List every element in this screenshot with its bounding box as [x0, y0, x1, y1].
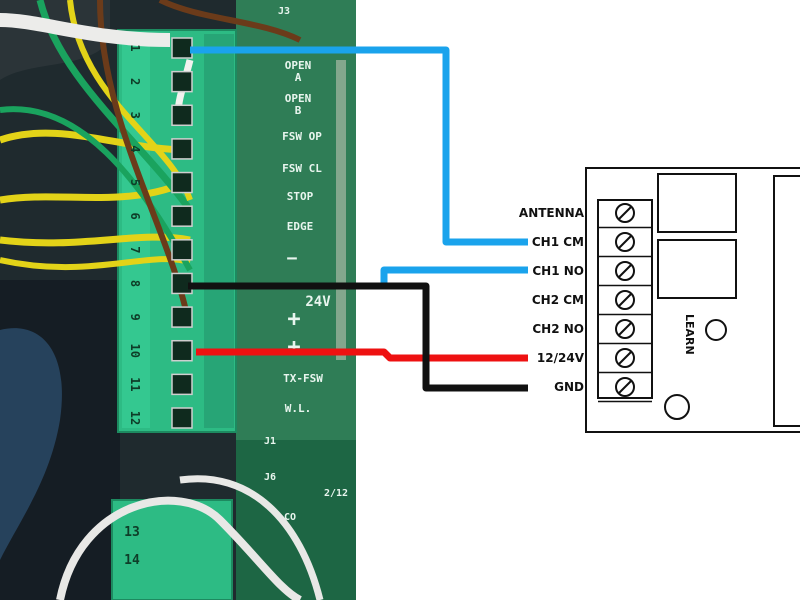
- receiver-screw-column: [598, 203, 652, 403]
- terminal-number: 11: [128, 377, 142, 391]
- screw-slot: [618, 351, 632, 365]
- pcb-labels: OPEN A OPEN B FSW OP FSW CL STOP EDGE − …: [264, 6, 348, 523]
- receiver-terminal-label: CH2 CM: [532, 293, 584, 307]
- terminal-screw: [171, 138, 193, 160]
- terminal-number: 8: [128, 280, 142, 287]
- pcb-label-minus: −: [287, 248, 298, 269]
- terminal-screw: [171, 339, 193, 362]
- screw-slot: [618, 206, 632, 220]
- receiver-terminal-labels: ANTENNA CH1 CM CH1 NO CH2 CM CH2 NO 12/24V GND: [519, 206, 585, 394]
- pcb-label-open-a-1: OPEN: [285, 59, 312, 72]
- pcb-label-open-b-1: OPEN: [285, 92, 312, 105]
- pcb-label-tx-fsw: TX-FSW: [283, 372, 323, 385]
- pcb-label-fsw-op: FSW OP: [282, 130, 322, 143]
- terminal-number: 10: [128, 344, 142, 358]
- terminal-screw-column: [171, 37, 193, 429]
- receiver-terminal-label: CH1 NO: [532, 264, 584, 278]
- wire-gnd: [188, 282, 528, 392]
- pcb-label-plus-2: +: [287, 335, 300, 360]
- terminal-number: 1: [128, 44, 142, 51]
- terminal-screw: [171, 70, 193, 93]
- relay-1: [657, 173, 737, 233]
- pcb-label-open-a-2: A: [295, 71, 302, 84]
- wires: [188, 46, 528, 392]
- receiver-terminal-label: GND: [554, 380, 584, 394]
- pcb-label-wl: W.L.: [285, 402, 312, 415]
- lower-terminal-number: 13: [124, 525, 140, 540]
- screw-slot: [618, 293, 632, 307]
- pcb-label-j1: J1: [264, 436, 276, 447]
- lower-terminal-numbers: 13 14: [124, 525, 140, 568]
- terminal-number: 4: [128, 145, 142, 152]
- screw-slot: [618, 264, 632, 278]
- pcb-label-plus-1: +: [287, 307, 300, 332]
- pcb-label-fsw-cl: FSW CL: [282, 162, 322, 175]
- terminal-screw: [171, 37, 193, 59]
- terminal-number: 2: [128, 78, 142, 85]
- relay-2: [657, 239, 737, 299]
- screw-slot: [618, 380, 632, 394]
- wire-12-24v: [196, 348, 528, 362]
- receiver-terminal-label: CH2 NO: [532, 322, 584, 336]
- terminal-number: 7: [128, 246, 142, 253]
- receiver-terminal-label: ANTENNA: [519, 206, 585, 220]
- terminal-screw: [171, 239, 193, 261]
- pcb-label-open-b-2: B: [295, 104, 302, 117]
- terminal-number: 6: [128, 213, 142, 220]
- learn-label: LEARN: [683, 314, 696, 355]
- screw-slot: [618, 235, 632, 249]
- screw-slot: [618, 322, 632, 336]
- pcb-label-j6: J6: [264, 472, 276, 483]
- terminal-number: 5: [128, 179, 142, 186]
- receiver-terminal-label: 12/24V: [537, 351, 585, 365]
- terminal-number: 9: [128, 313, 142, 320]
- antenna-strip: [773, 175, 800, 427]
- terminal-screw: [171, 205, 193, 227]
- terminal-screw: [171, 171, 193, 194]
- terminal-number: 12: [128, 411, 142, 425]
- terminal-screw: [171, 373, 193, 396]
- terminal-screw: [171, 306, 193, 328]
- lower-terminal-number: 14: [124, 553, 140, 568]
- led-indicator: [664, 394, 690, 420]
- pcb-label-edge: EDGE: [287, 220, 314, 233]
- terminal-number: 3: [128, 112, 142, 119]
- receiver-terminal-label: CH1 CM: [532, 235, 584, 249]
- pcb-label-co: CO: [284, 512, 296, 523]
- terminal-screw: [171, 407, 193, 429]
- control-board-photo: [0, 0, 356, 600]
- pcb-label-small: 2/12: [324, 488, 348, 499]
- wire-ch1-cm: [190, 46, 528, 246]
- pcb-label-j3: J3: [278, 6, 290, 17]
- learn-button: [705, 319, 727, 341]
- terminal-screw: [171, 104, 193, 127]
- pcb-label-24v: 24V: [305, 294, 331, 310]
- pcb-label-stop: STOP: [287, 190, 314, 203]
